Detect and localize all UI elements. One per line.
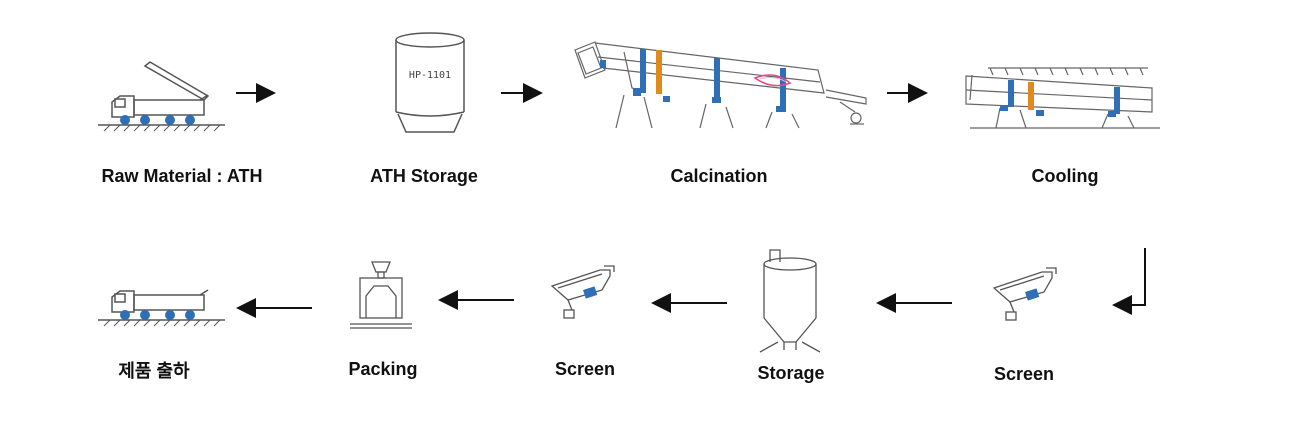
- shipment-truck-icon: [98, 289, 225, 327]
- storage-silo-icon: [759, 249, 821, 353]
- label-calcination: Calcination: [670, 166, 768, 186]
- tank-tag: HP-1101: [409, 70, 451, 81]
- label-storage: Storage: [757, 363, 825, 383]
- label-packing: Packing: [348, 359, 418, 379]
- truck-wheels: [120, 310, 195, 320]
- flow-arrow: [1112, 248, 1146, 315]
- truck-wheels: [120, 115, 195, 125]
- label-screen-left: Screen: [554, 359, 616, 379]
- label-raw-material: Raw Material : ATH: [101, 166, 263, 186]
- ath-storage-tank-icon: [395, 32, 465, 133]
- packing-machine-icon: [350, 261, 412, 329]
- dump-truck-icon: [98, 61, 225, 132]
- label-screen-right: Screen: [993, 364, 1055, 384]
- rotary-cooler-icon: [965, 67, 1160, 129]
- label-ath-storage: ATH Storage: [370, 166, 478, 186]
- vibrating-screen-icon: [550, 265, 615, 319]
- label-shipment: 제품 출하: [118, 361, 190, 381]
- label-cooling: Cooling: [1031, 166, 1099, 186]
- vibrating-screen-icon: [992, 267, 1057, 321]
- rotary-kiln-icon: [574, 41, 867, 129]
